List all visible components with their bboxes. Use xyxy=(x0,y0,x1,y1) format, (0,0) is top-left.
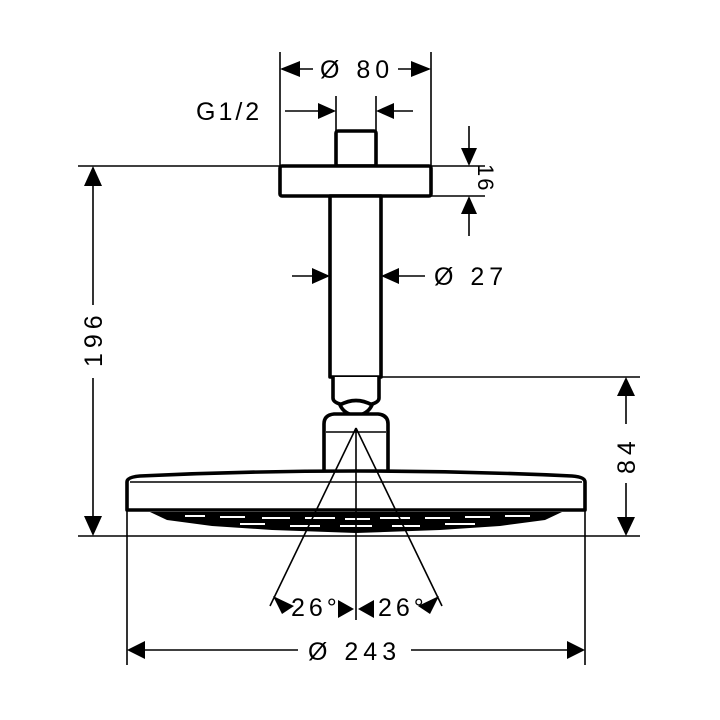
dim-total-height: 196 xyxy=(80,166,108,536)
extension-lines xyxy=(78,52,640,665)
dim-spray-angles: 26° 26° xyxy=(273,594,439,622)
shower-assembly xyxy=(125,129,587,533)
total-height-label: 196 xyxy=(80,310,108,367)
dim-head-height: 84 xyxy=(613,377,641,536)
flange-diameter-label: Ø 80 xyxy=(320,56,394,84)
shower-arm-pipe xyxy=(328,194,383,379)
dim-flange-diameter: Ø 80 xyxy=(280,56,431,84)
head-height-label: 84 xyxy=(613,436,641,474)
dim-thread: G1/2 xyxy=(196,98,413,126)
pipe-diameter-label: Ø 27 xyxy=(434,263,508,291)
flange-height-label: 16 xyxy=(473,164,498,192)
ceiling-flange xyxy=(278,164,433,198)
dim-pipe-diameter: Ø 27 xyxy=(292,263,508,291)
dim-head-diameter: Ø 243 xyxy=(127,638,585,666)
thread-label: G1/2 xyxy=(196,98,262,126)
thread-nipple xyxy=(334,129,378,168)
spray-angle-left-label: 26° xyxy=(291,594,341,622)
spray-angle-right-label: 26° xyxy=(378,594,428,622)
head-diameter-label: Ø 243 xyxy=(308,638,401,666)
spray-geometry xyxy=(269,427,443,620)
dim-flange-height: 16 xyxy=(461,126,498,236)
